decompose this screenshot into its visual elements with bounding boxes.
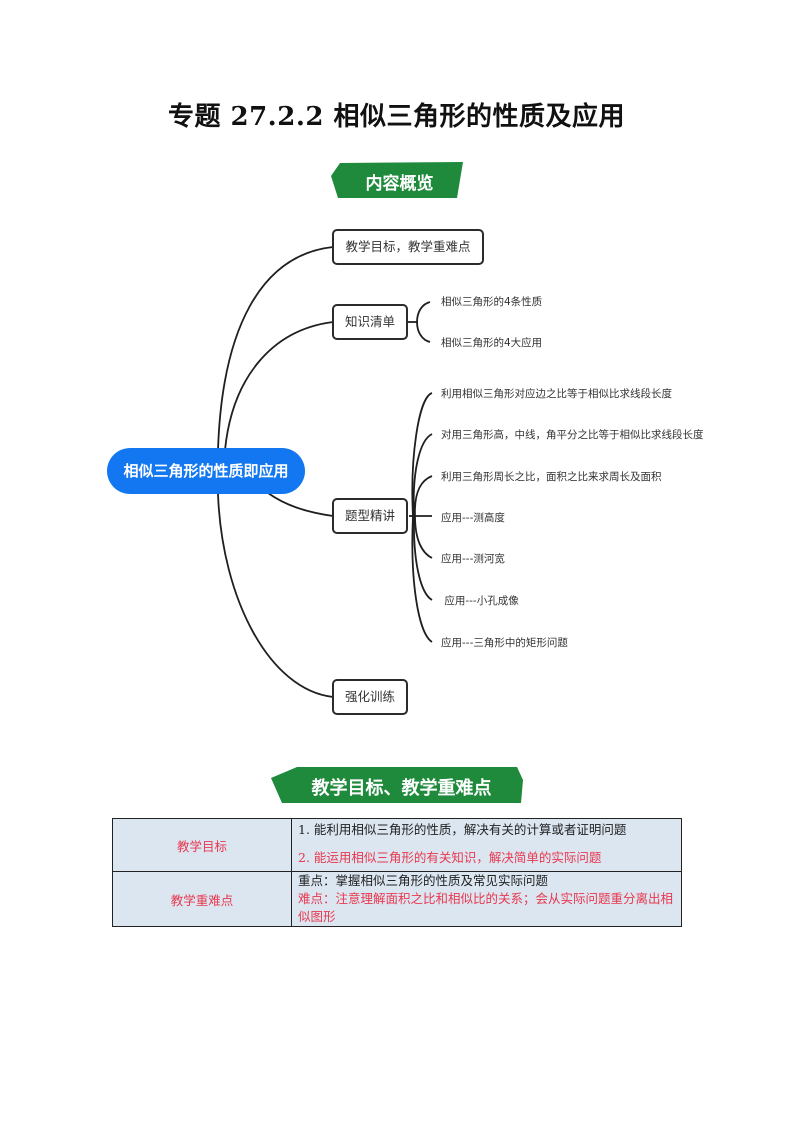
key-point: 重点：掌握相似三角形的性质及常见实际问题	[298, 873, 549, 888]
connector-training	[217, 493, 334, 698]
goal-item: 2. 能运用相似三角形的有关知识，解决简单的实际问题	[298, 850, 602, 865]
connector-goals	[217, 246, 334, 451]
row-content: 重点：掌握相似三角形的性质及常见实际问题 难点：注意理解面积之比和相似比的关系；…	[291, 871, 682, 927]
connector-practice-7	[411, 515, 433, 643]
row-label: 教学重难点	[112, 871, 292, 927]
banner-label: 内容概览	[365, 174, 434, 194]
connector-practice-3	[414, 475, 433, 517]
leaf-node[interactable]: 应用---测高度	[441, 512, 505, 524]
central-topic[interactable]: 相似三角形的性质即应用	[107, 448, 305, 494]
branch-node-practice[interactable]: 题型精讲	[332, 498, 408, 534]
row-label: 教学目标	[112, 818, 292, 872]
leaf-node[interactable]: 相似三角形的4大应用	[441, 337, 543, 349]
table-row: 教学重难点 重点：掌握相似三角形的性质及常见实际问题 难点：注意理解面积之比和相…	[112, 871, 682, 927]
page-title: 专题 27.2.2 相似三角形的性质及应用	[167, 102, 626, 132]
leaf-node[interactable]: 利用三角形周长之比，面积之比来求周长及面积	[441, 471, 662, 483]
leaf-node[interactable]: 对用三角形高，中线，角平分之比等于相似比求线段长度	[441, 429, 704, 441]
leaf-node[interactable]: 应用---小孔成像	[441, 595, 519, 607]
connector-knowledge-bottom	[416, 321, 431, 343]
banner-shape	[331, 162, 463, 198]
table-row: 教学目标 1. 能利用相似三角形的性质，解决有关的计算或者证明问题 2. 能运用…	[112, 818, 682, 872]
difficult-point: 难点：注意理解面积之比和相似比的关系；会从实际问题重分离出相似图形	[298, 891, 674, 924]
branch-node-goals[interactable]: 教学目标，教学重难点	[332, 229, 484, 265]
connector-knowledge-top	[416, 301, 431, 323]
leaf-node[interactable]: 相似三角形的4条性质	[441, 296, 543, 308]
connector-practice-2	[412, 433, 433, 517]
leaf-node[interactable]: 利用相似三角形对应边之比等于相似比求线段长度	[441, 388, 672, 400]
section-banner-overview: 内容概览	[330, 161, 465, 199]
leaf-node[interactable]: 应用---测河宽	[441, 553, 505, 565]
connector-practice-5	[414, 515, 433, 559]
section-banner-goals: 教学目标、教学重难点	[270, 766, 525, 804]
connector-practice-1	[411, 392, 433, 517]
connector-practice-6	[413, 515, 433, 601]
goal-item: 1. 能利用相似三角形的性质，解决有关的计算或者证明问题	[298, 822, 627, 837]
banner-shape	[271, 767, 523, 803]
leaf-node[interactable]: 应用---三角形中的矩形问题	[441, 637, 568, 649]
connector-practice	[267, 492, 334, 517]
goals-table: 教学目标 1. 能利用相似三角形的性质，解决有关的计算或者证明问题 2. 能运用…	[112, 818, 682, 927]
connector-knowledge	[224, 321, 334, 451]
branch-node-knowledge[interactable]: 知识清单	[332, 304, 408, 340]
branch-node-training[interactable]: 强化训练	[332, 679, 408, 715]
mind-map-connectors	[217, 246, 433, 698]
row-content: 1. 能利用相似三角形的性质，解决有关的计算或者证明问题 2. 能运用相似三角形…	[291, 818, 682, 872]
mind-map: 相似三角形的性质即应用 教学目标，教学重难点 知识清单 题型精讲 强化训练 相似…	[107, 229, 704, 715]
banner-label: 教学目标、教学重难点	[311, 778, 492, 799]
